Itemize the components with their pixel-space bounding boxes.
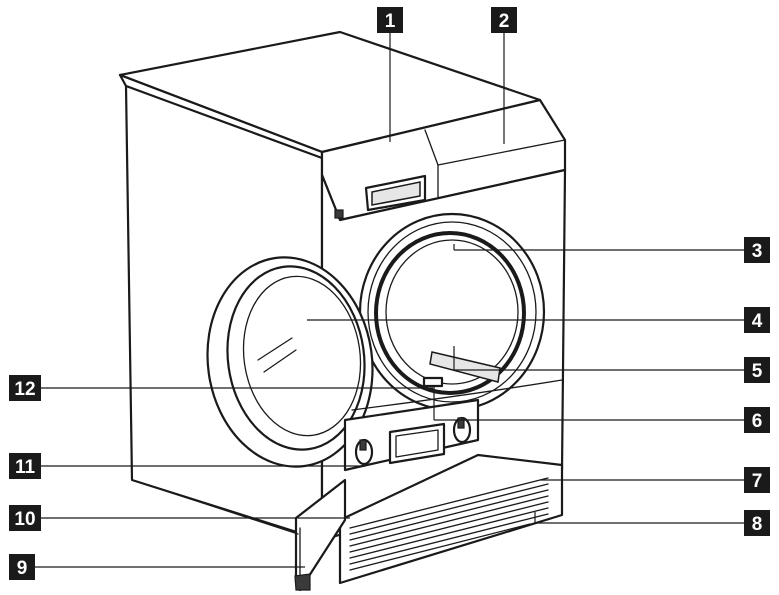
- callout-11: 11: [9, 453, 41, 479]
- adjustable-feet: [294, 573, 311, 591]
- callout-1: 1: [377, 7, 403, 33]
- vent-slots: [349, 477, 549, 571]
- heat-exchanger-flap: [294, 478, 347, 592]
- svg-text:6: 6: [752, 411, 763, 432]
- filter-tab: [422, 376, 444, 388]
- callout-6: 6: [744, 407, 770, 433]
- svg-text:11: 11: [15, 457, 36, 478]
- svg-text:4: 4: [752, 311, 763, 332]
- svg-text:5: 5: [752, 361, 763, 382]
- svg-text:7: 7: [752, 471, 763, 492]
- callout-12: 12: [9, 375, 41, 401]
- svg-text:10: 10: [14, 509, 35, 530]
- svg-text:1: 1: [385, 11, 396, 32]
- callout-7: 7: [744, 467, 770, 493]
- water-container-recess: [371, 181, 421, 206]
- drum-opening: [374, 231, 526, 395]
- callout-10: 10: [9, 505, 41, 531]
- svg-text:8: 8: [752, 514, 763, 535]
- callout-4: 4: [744, 307, 770, 333]
- dryer-illustration: [118, 30, 567, 592]
- svg-text:12: 12: [14, 379, 35, 400]
- callout-9: 9: [9, 554, 35, 580]
- drum-paddle: [429, 351, 501, 383]
- heat-exchanger-cover: [388, 422, 446, 465]
- callout-8: 8: [744, 510, 770, 536]
- callout-5: 5: [744, 357, 770, 383]
- svg-text:2: 2: [499, 11, 510, 32]
- callout-3: 3: [744, 237, 770, 263]
- door-inner-ring: [226, 265, 366, 451]
- door-glass: [242, 275, 362, 437]
- air-vent-plinth: [338, 453, 564, 585]
- leader-lines: [35, 32, 744, 568]
- hinge-slot: [334, 209, 344, 219]
- svg-text:3: 3: [752, 241, 763, 262]
- svg-text:9: 9: [17, 558, 28, 579]
- callout-2: 2: [491, 7, 517, 33]
